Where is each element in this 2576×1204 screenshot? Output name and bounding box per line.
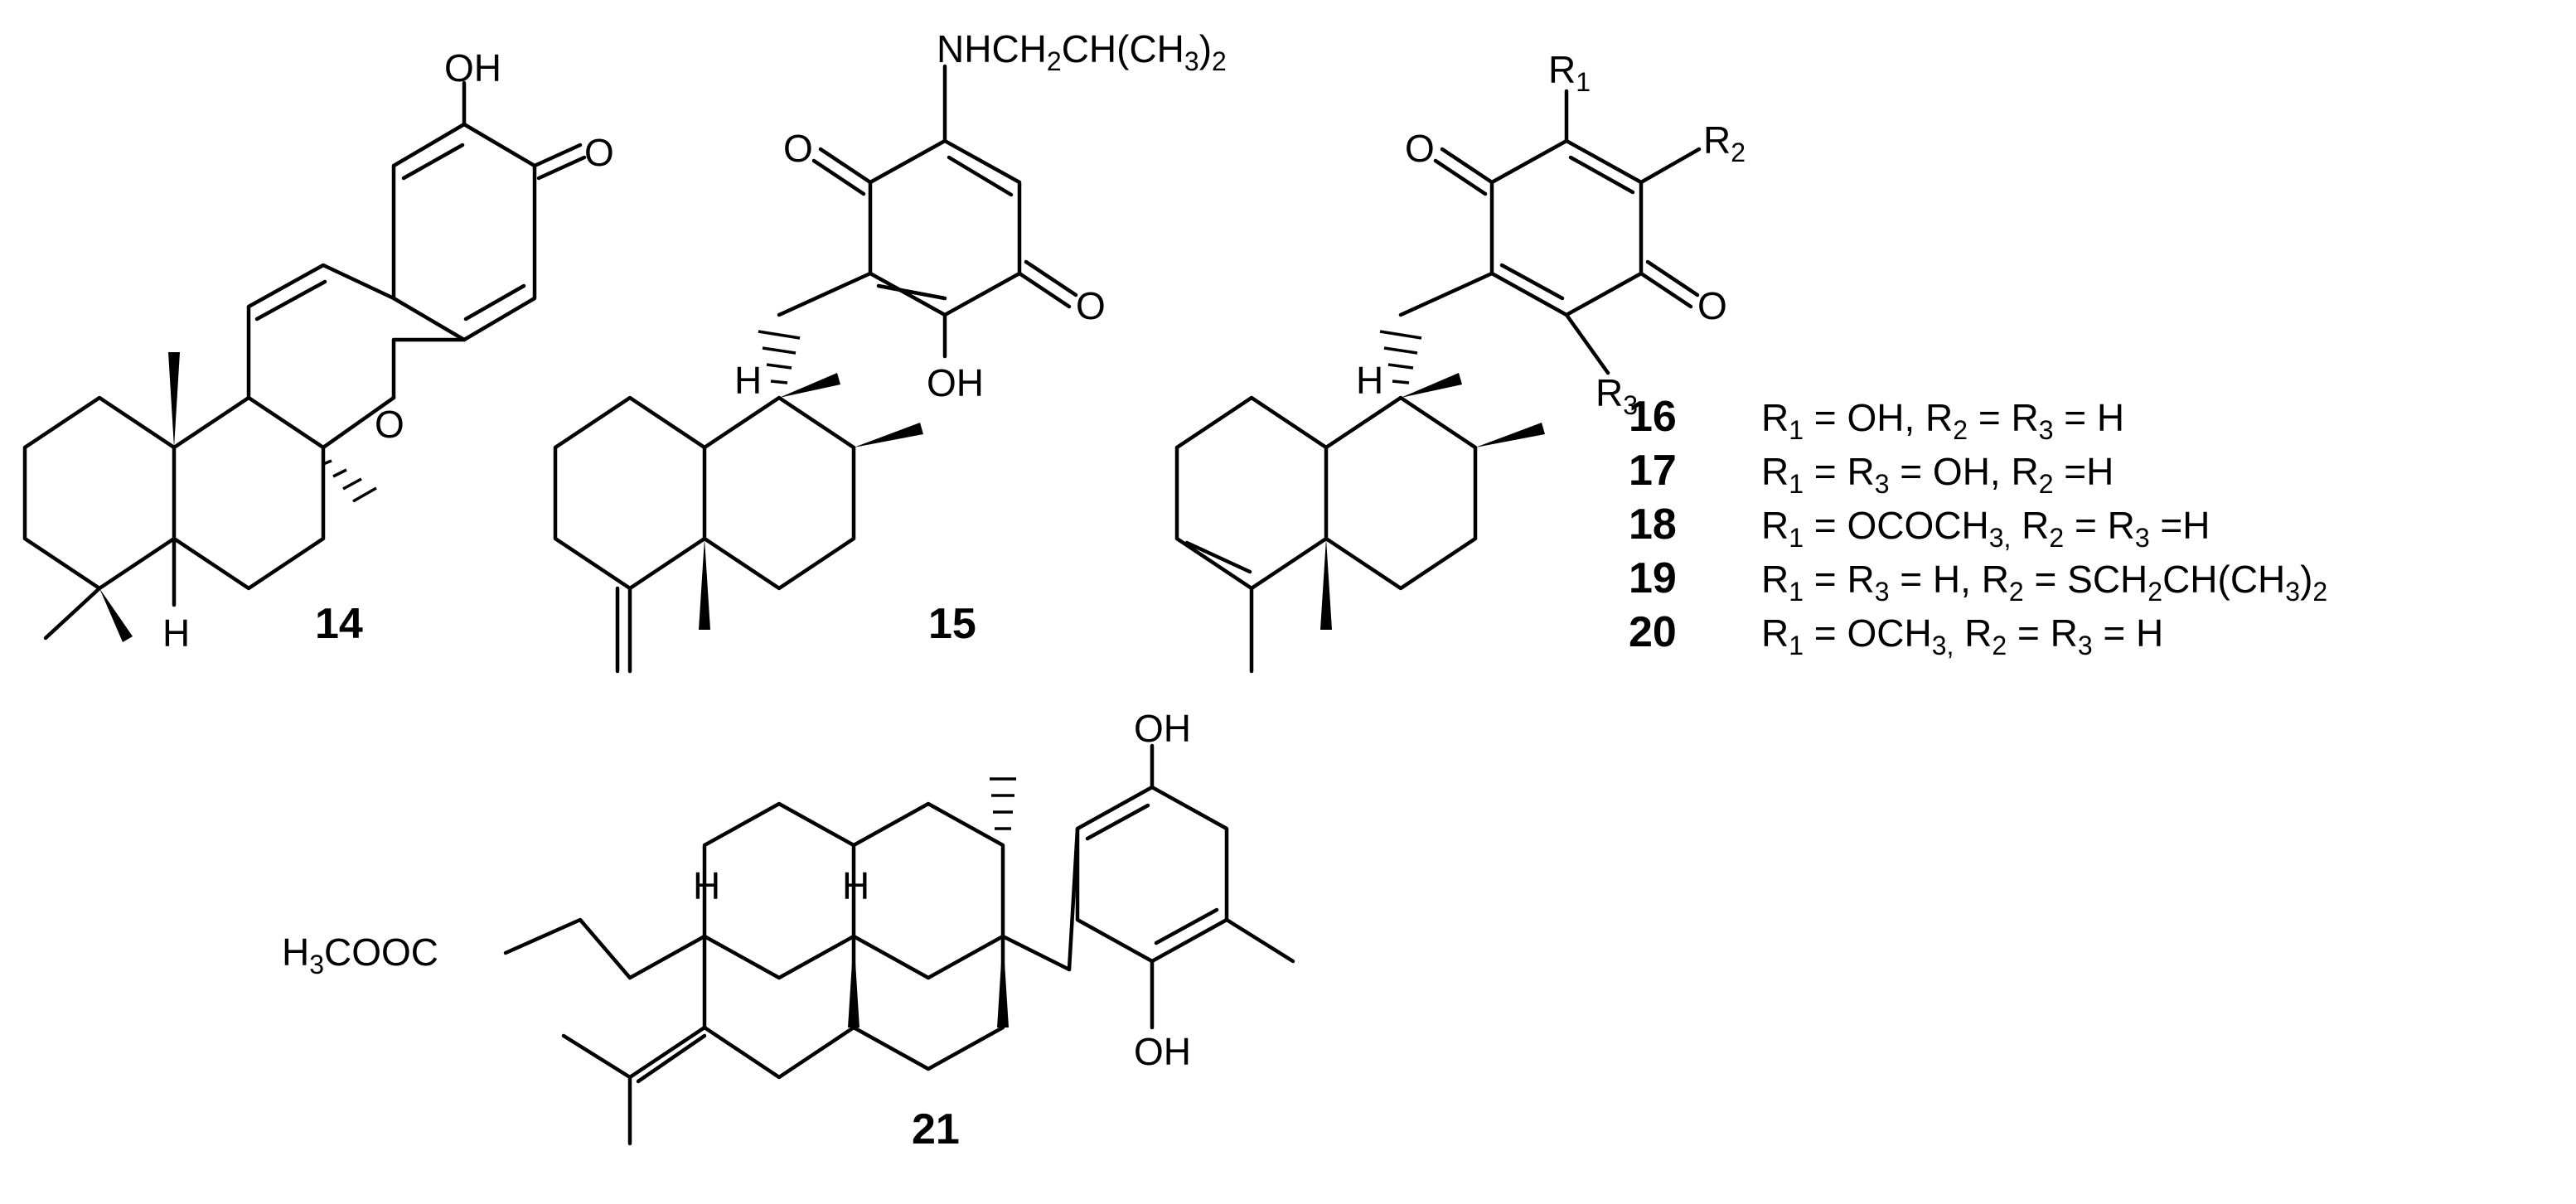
compound-16-20-hashed-ch2 [1379, 330, 1422, 384]
compound-21-structure [503, 743, 1295, 1146]
compound-21-h1-label: H [693, 864, 720, 907]
table-row-17-formula: R1 = R3 = OH, R2 =H [1761, 450, 2114, 499]
compound-21-h2-label: H [842, 864, 869, 907]
table-row-16-formula: R1 = OH, R2 = R3 = H [1761, 396, 2124, 445]
compound-21-ester-label: H3COOC [282, 931, 438, 979]
compound-14-h-label: H [162, 612, 190, 655]
compound-15-id: 15 [928, 600, 976, 648]
table-row-20-id: 20 [1629, 608, 1677, 656]
compound-16-20-h-label: H [1356, 359, 1383, 402]
table-row-19-id: 19 [1629, 554, 1677, 602]
compound-14-carbonyl-o-label: O [584, 131, 614, 174]
compound-21-hashed-methyl [990, 777, 1016, 830]
compound-15-structure [553, 64, 1078, 674]
compound-15-hashed-ch2 [758, 330, 801, 384]
compound-16-20-carbonyl-o2-label: O [1697, 284, 1727, 327]
table-row-16-id: 16 [1629, 393, 1677, 441]
compound-15-h-label: H [734, 359, 762, 402]
table-row-20-formula: R1 = OCH3, R2 = R3 = H [1761, 612, 2163, 660]
compound-15-amine-label: NHCH2CH(CH3)2 [937, 27, 1227, 76]
compound-15-carbonyl-o2-label: O [1076, 284, 1106, 327]
table-row-19-formula: R1 = R3 = H, R2 = SCH2CH(CH3)2 [1761, 558, 2327, 607]
compound-14-hashed-methyl [322, 459, 377, 503]
compound-16-20-r1-label: R1 [1548, 48, 1591, 97]
substituent-table: 16 R1 = OH, R2 = R3 = H 17 R1 = R3 = OH, R2… [1629, 393, 2327, 660]
compound-21-oh-bottom-label: OH [1134, 1030, 1191, 1073]
compound-14-structure [22, 80, 587, 642]
compound-16-20-r2-label: R2 [1703, 118, 1746, 167]
compound-14-oh-label: OH [444, 46, 501, 89]
table-row-18-id: 18 [1629, 500, 1677, 549]
compound-16-20-carbonyl-o1-label: O [1405, 127, 1435, 170]
compound-14-id: 14 [315, 600, 363, 648]
table-row-18-formula: R1 = OCOCH3, R2 = R3 =H [1761, 504, 2210, 553]
compound-16-20-r3-label: R3 [1595, 371, 1638, 420]
compound-15-oh-label: OH [927, 361, 984, 404]
compound-21-id: 21 [912, 1105, 960, 1153]
compound-21-oh-top-label: OH [1134, 707, 1191, 750]
compound-16-20-structure [1174, 89, 1702, 674]
table-row-17-id: 17 [1629, 447, 1677, 495]
compound-14-ring-o-label: O [375, 403, 404, 446]
compound-15-carbonyl-o1-label: O [783, 127, 813, 170]
